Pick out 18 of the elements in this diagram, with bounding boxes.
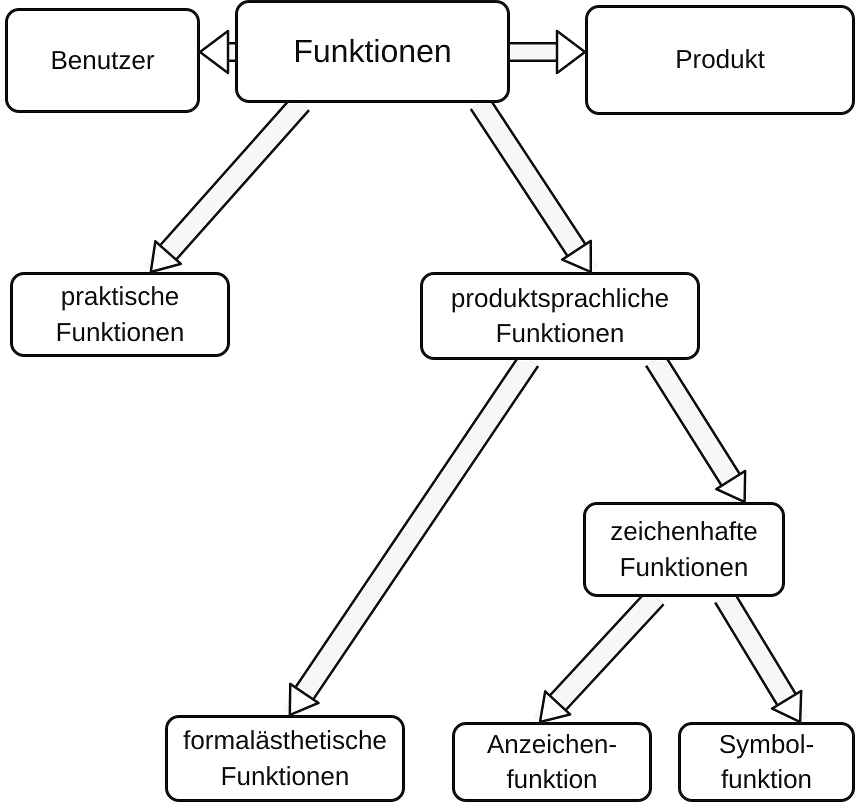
rounded-box [583, 502, 785, 597]
rounded-box [585, 5, 855, 115]
node-label: praktische Funktionen [54, 280, 186, 348]
node-label: formalästhetische Funktionen [182, 724, 388, 792]
node-label: produktsprachliche Funktionen [450, 282, 670, 350]
rounded-box [420, 272, 700, 360]
node-label: Funktionen [292, 32, 453, 71]
rounded-box [452, 722, 652, 802]
rounded-box [10, 272, 230, 357]
rounded-box [5, 8, 200, 113]
node-label: Produkt [674, 43, 766, 76]
rounded-box [165, 715, 405, 802]
rounded-box [678, 722, 855, 802]
node-label: zeichenhafte Funktionen [609, 515, 759, 584]
rounded-box [235, 0, 510, 103]
node-label: Benutzer [49, 44, 156, 77]
node-label: Anzeichen- funktion [486, 728, 618, 796]
node-label: Symbol- funktion [718, 728, 816, 796]
